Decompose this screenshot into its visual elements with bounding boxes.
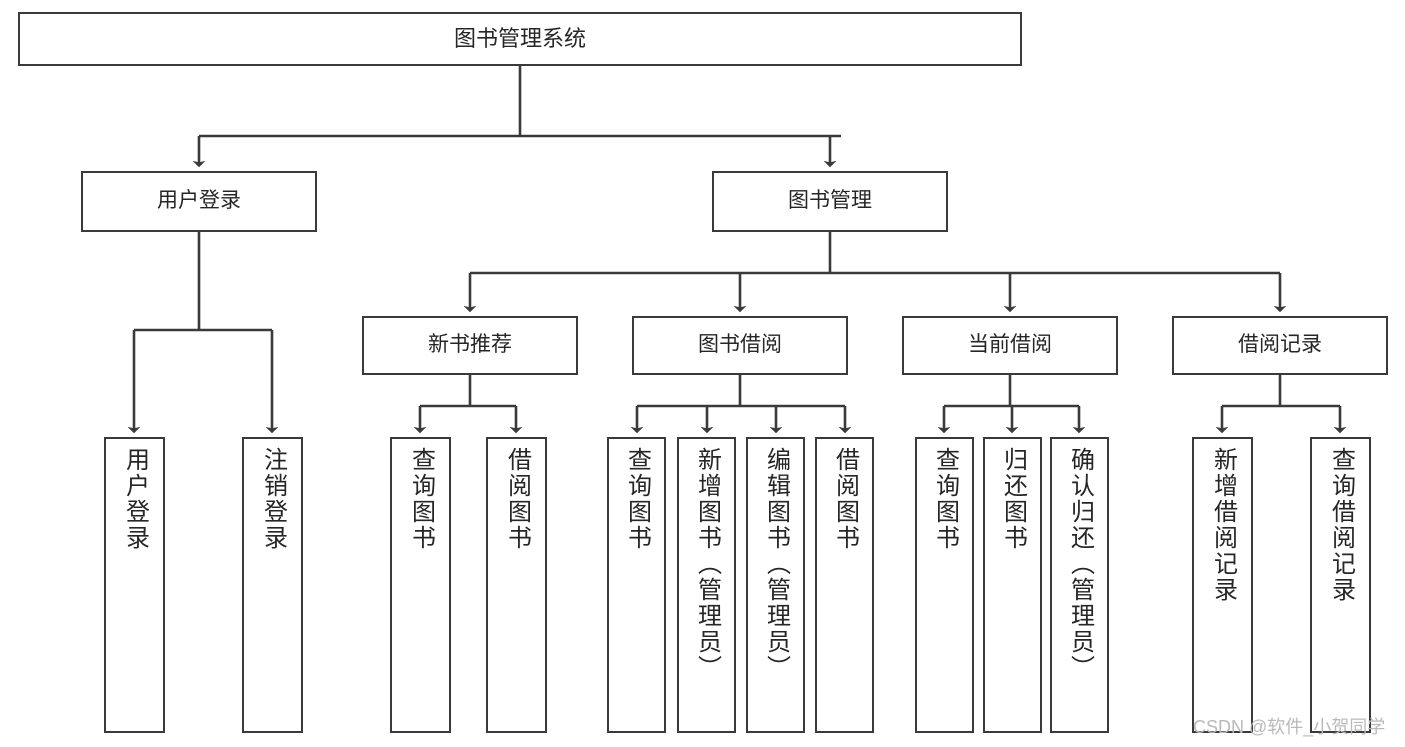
node-leaf-add-book-admin[interactable]: 新增图书（管理员） xyxy=(677,437,736,733)
node-current-borrow[interactable]: 当前借阅 xyxy=(902,316,1118,375)
node-leaf-query-book-2-label: 查询图书 xyxy=(623,447,651,551)
node-root-label: 图书管理系统 xyxy=(453,26,586,52)
node-book-manage[interactable]: 图书管理 xyxy=(712,171,948,232)
node-user-login-label: 用户登录 xyxy=(157,189,241,213)
node-leaf-query-book-3[interactable]: 查询图书 xyxy=(915,437,974,733)
node-leaf-query-book-1-label: 查询图书 xyxy=(407,447,435,551)
node-leaf-query-borrow-record-label: 查询借阅记录 xyxy=(1327,447,1355,603)
node-leaf-logout-label: 注销登录 xyxy=(259,447,287,551)
node-leaf-edit-book-admin-label: 编辑图书（管理员） xyxy=(762,447,790,681)
node-leaf-add-borrow-record[interactable]: 新增借阅记录 xyxy=(1192,437,1253,733)
node-new-book-rec[interactable]: 新书推荐 xyxy=(362,316,578,375)
node-leaf-add-book-admin-label: 新增图书（管理员） xyxy=(693,447,721,681)
node-leaf-query-borrow-record[interactable]: 查询借阅记录 xyxy=(1310,437,1371,733)
node-leaf-borrow-book-2[interactable]: 借阅图书 xyxy=(815,437,874,733)
node-leaf-confirm-return-admin-label: 确认归还（管理员） xyxy=(1066,447,1094,681)
node-leaf-logout[interactable]: 注销登录 xyxy=(242,437,303,733)
node-book-borrow[interactable]: 图书借阅 xyxy=(632,316,848,375)
node-leaf-user-login[interactable]: 用户登录 xyxy=(104,437,165,733)
node-new-book-rec-label: 新书推荐 xyxy=(428,333,512,357)
node-user-login[interactable]: 用户登录 xyxy=(81,171,317,232)
node-leaf-borrow-book-1[interactable]: 借阅图书 xyxy=(486,437,547,733)
node-book-manage-label: 图书管理 xyxy=(788,189,872,213)
node-leaf-confirm-return-admin[interactable]: 确认归还（管理员） xyxy=(1050,437,1109,733)
node-leaf-query-book-3-label: 查询图书 xyxy=(931,447,959,551)
node-leaf-borrow-book-2-label: 借阅图书 xyxy=(831,447,859,551)
node-leaf-edit-book-admin[interactable]: 编辑图书（管理员） xyxy=(746,437,805,733)
node-leaf-return-book[interactable]: 归还图书 xyxy=(983,437,1042,733)
node-leaf-add-borrow-record-label: 新增借阅记录 xyxy=(1209,447,1237,603)
node-leaf-query-book-2[interactable]: 查询图书 xyxy=(607,437,666,733)
node-borrow-record-label: 借阅记录 xyxy=(1238,333,1322,357)
node-current-borrow-label: 当前借阅 xyxy=(968,333,1052,357)
node-leaf-query-book-1[interactable]: 查询图书 xyxy=(390,437,451,733)
node-root[interactable]: 图书管理系统 xyxy=(18,12,1022,66)
node-leaf-return-book-label: 归还图书 xyxy=(999,447,1027,551)
node-borrow-record[interactable]: 借阅记录 xyxy=(1172,316,1388,375)
node-leaf-borrow-book-1-label: 借阅图书 xyxy=(503,447,531,551)
node-book-borrow-label: 图书借阅 xyxy=(698,333,782,357)
node-leaf-user-login-label: 用户登录 xyxy=(121,447,149,551)
